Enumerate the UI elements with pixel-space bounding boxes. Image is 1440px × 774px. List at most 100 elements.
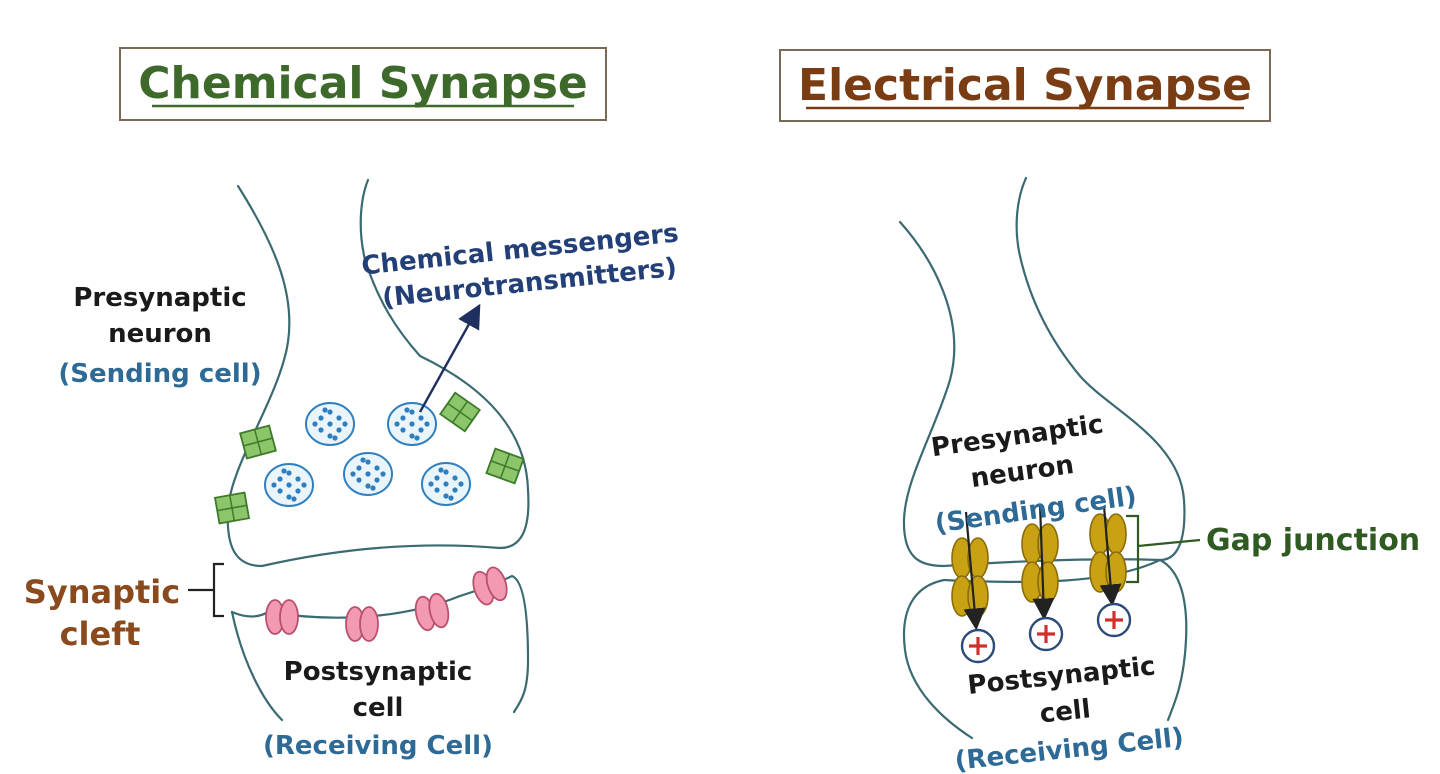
vesicle-dot bbox=[365, 459, 371, 465]
pink-receptor bbox=[345, 606, 379, 642]
vesicle-dot bbox=[380, 471, 386, 477]
vesicle-dot bbox=[394, 421, 400, 427]
chemical-presynaptic-membrane bbox=[226, 178, 530, 568]
electrical-postsynaptic-left-wall bbox=[902, 578, 974, 740]
vesicle-dot bbox=[458, 481, 464, 487]
chemical-title-box bbox=[119, 47, 607, 121]
vesicle-dot bbox=[327, 421, 333, 427]
vesicle bbox=[343, 452, 393, 496]
pink-receptors bbox=[265, 566, 508, 642]
messenger-pointer-arrow bbox=[418, 303, 481, 413]
neurotransmitter-vesicles bbox=[264, 402, 471, 507]
vesicle bbox=[421, 462, 471, 506]
label-line: cell bbox=[1038, 694, 1092, 729]
chemical-postsynaptic-left-wall bbox=[230, 610, 284, 722]
plus-ion-icon bbox=[1096, 602, 1132, 638]
label-line: Postsynaptic bbox=[966, 651, 1157, 701]
pink-receptor bbox=[414, 592, 450, 632]
vesicle-dot bbox=[404, 407, 410, 413]
vesicle-dot bbox=[424, 421, 430, 427]
label-line: (Receiving Cell) bbox=[953, 723, 1185, 774]
vesicle-dot bbox=[409, 433, 415, 439]
vesicle-dot bbox=[443, 493, 449, 499]
vesicle-dot bbox=[400, 415, 406, 421]
vesicle-dot bbox=[370, 485, 376, 491]
positive-ions bbox=[960, 602, 1132, 664]
vesicle-dot bbox=[448, 495, 454, 501]
vesicle-dot bbox=[365, 483, 371, 489]
vesicle-dot bbox=[452, 475, 458, 481]
vesicle-dot bbox=[327, 433, 333, 439]
label-line: (Receiving Cell) bbox=[263, 731, 493, 761]
vesicle-dot bbox=[312, 421, 318, 427]
label-line: (Sending cell) bbox=[58, 359, 261, 389]
vesicle-dot bbox=[277, 476, 283, 482]
vesicle-dot bbox=[356, 465, 362, 471]
vesicle-dot bbox=[291, 496, 297, 502]
vesicle-dot bbox=[434, 487, 440, 493]
vesicle-dot bbox=[281, 468, 287, 474]
vesicle-dot bbox=[322, 407, 328, 413]
ion-arrow bbox=[963, 511, 986, 631]
vesicle-dot bbox=[336, 427, 342, 433]
vesicle-dot bbox=[286, 494, 292, 500]
vesicle-dot bbox=[277, 488, 283, 494]
plus-ion-icon bbox=[1028, 616, 1064, 652]
vesicle-dot bbox=[374, 477, 380, 483]
label-line: neuron bbox=[969, 450, 1076, 494]
vesicle-dot bbox=[434, 475, 440, 481]
label-line: cell bbox=[353, 693, 404, 723]
green-receptor bbox=[485, 447, 525, 485]
chemical-synapse-panel: Chemical Synapse bbox=[24, 47, 680, 761]
vesicle-dot bbox=[271, 482, 277, 488]
vesicle-dot bbox=[286, 470, 292, 476]
vesicle bbox=[305, 402, 355, 446]
vesicle-dot bbox=[332, 435, 338, 441]
vesicle-dot bbox=[400, 427, 406, 433]
vesicle-dot bbox=[428, 481, 434, 487]
gap-junction-bracket bbox=[1126, 514, 1201, 584]
vesicle-dot bbox=[418, 427, 424, 433]
vesicle-dot bbox=[342, 421, 348, 427]
vesicle-dot bbox=[336, 415, 342, 421]
chemical-title: Chemical Synapse bbox=[138, 58, 587, 109]
green-receptor bbox=[439, 391, 481, 433]
vesicle-dot bbox=[360, 457, 366, 463]
synaptic-cleft-bracket bbox=[188, 562, 224, 618]
label-line: Presynaptic bbox=[73, 283, 246, 313]
gap-junction-label: Gap junction bbox=[1206, 523, 1420, 558]
vesicle-dot bbox=[286, 482, 292, 488]
electrical-synapse-panel: Electrical Synapse bbox=[779, 49, 1420, 774]
label-line: Postsynaptic bbox=[284, 657, 473, 687]
vesicle-dot bbox=[452, 487, 458, 493]
vesicle-dot bbox=[301, 482, 307, 488]
vesicle-dot bbox=[409, 421, 415, 427]
ion-flow-arrows bbox=[963, 503, 1122, 631]
vesicle bbox=[264, 463, 314, 507]
chemical-presynaptic-label: Presynaptic neuron (Sending cell) bbox=[58, 283, 261, 389]
vesicle-dot bbox=[409, 409, 415, 415]
gap-junction-channel bbox=[1021, 523, 1059, 603]
label-line: Presynaptic bbox=[929, 409, 1105, 463]
synaptic-cleft-label: Synaptic cleft bbox=[24, 573, 180, 653]
vesicle-dot bbox=[327, 409, 333, 415]
green-receptor bbox=[213, 491, 251, 525]
vesicle-dot bbox=[365, 471, 371, 477]
label-line: neuron bbox=[108, 319, 212, 349]
vesicle bbox=[387, 402, 437, 446]
electrical-presynaptic-membrane bbox=[898, 176, 1186, 568]
label-line: cleft bbox=[60, 615, 141, 653]
ion-arrow bbox=[1099, 505, 1122, 607]
chemical-postsynaptic-label: Postsynaptic cell (Receiving Cell) bbox=[263, 657, 493, 761]
vesicle-dot bbox=[374, 465, 380, 471]
electrical-postsynaptic-label: Postsynaptic cell (Receiving Cell) bbox=[953, 651, 1185, 774]
vesicle-dot bbox=[414, 435, 420, 441]
vesicle-dot bbox=[356, 477, 362, 483]
vesicle-dot bbox=[438, 467, 444, 473]
gap-junction-channel bbox=[951, 537, 989, 617]
ion-arrow bbox=[1032, 503, 1055, 621]
vesicle-dot bbox=[295, 476, 301, 482]
gap-junction-channel bbox=[1089, 513, 1127, 593]
green-receptor bbox=[239, 424, 277, 460]
